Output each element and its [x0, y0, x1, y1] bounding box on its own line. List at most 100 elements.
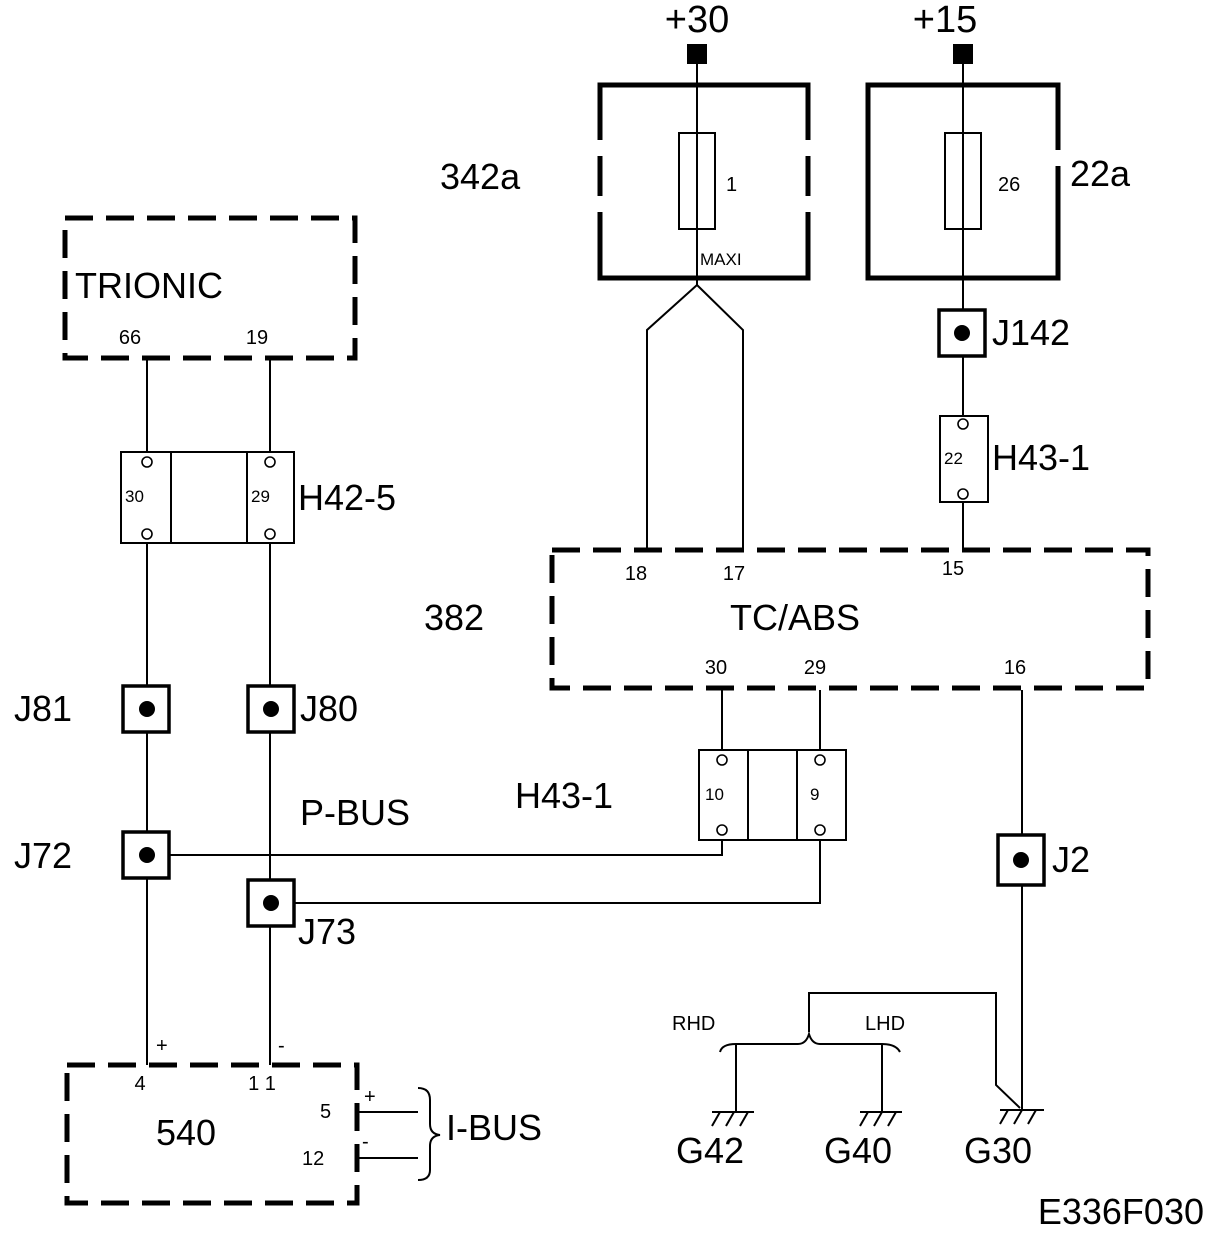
ground-symbol-g40 — [859, 1111, 902, 1127]
pin-circle — [716, 754, 728, 766]
module-trionic: TRIONIC 66 19 — [62, 215, 358, 361]
pin-circle — [957, 418, 969, 430]
supply-plus15-label: +15 — [913, 0, 977, 41]
fuse-box-22a-label: 22a — [1070, 153, 1131, 194]
h42-5-pin-29: 29 — [251, 487, 270, 506]
fuse-box-342a-frame — [597, 82, 811, 281]
tcabs-pin-29: 29 — [804, 657, 826, 679]
ground-hatch — [859, 1111, 869, 1127]
ground-hatch — [739, 1111, 749, 1127]
supply-plus30: +30 — [665, 0, 729, 64]
splice-j2-dot — [1013, 852, 1029, 868]
ground-brace — [719, 1030, 901, 1053]
frame-gap — [802, 140, 814, 156]
fuse-type-label: MAXI — [700, 250, 742, 269]
pin-circle — [957, 488, 969, 500]
wire-ground-alt — [808, 992, 1021, 1109]
pin-circle — [814, 824, 826, 836]
splice-j81-dot — [139, 701, 155, 717]
splice-j142: J142 — [937, 308, 1070, 358]
connector-h43-1-top: 22 H43-1 — [939, 415, 1090, 503]
pin-circle — [141, 456, 153, 468]
connector-h42-5: 30 29 H42-5 — [120, 451, 396, 544]
module-540-minus: - — [278, 1035, 285, 1057]
ground-hatch — [873, 1111, 883, 1127]
module-540-frame — [64, 1062, 360, 1206]
frame-gap — [594, 196, 606, 212]
ground-g30-label: G30 — [964, 1130, 1032, 1171]
wire-maxi-pin18 — [646, 284, 698, 550]
splice-j81: J81 — [14, 684, 171, 734]
terminal-plus30 — [687, 44, 707, 64]
trionic-pin-66: 66 — [119, 327, 141, 349]
tcabs-pin-15: 15 — [942, 558, 964, 580]
terminal-plus15 — [953, 44, 973, 64]
fuse-box-342a: 1 MAXI 342a — [440, 82, 814, 285]
ibus-brace — [417, 1087, 441, 1181]
frame-gap — [594, 140, 606, 156]
ground-symbol-g42 — [711, 1111, 754, 1127]
module-540-label: 540 — [156, 1112, 216, 1153]
ground-hatch — [887, 1111, 897, 1127]
ground-hatch — [1013, 1109, 1023, 1125]
ibus-label: I-BUS — [446, 1107, 542, 1148]
splice-j73-label: J73 — [298, 911, 356, 952]
splice-j2: J2 — [996, 833, 1090, 887]
h43-1-mid-pin-9: 9 — [810, 785, 819, 804]
splice-j72-label: J72 — [14, 835, 72, 876]
connector-h42-5-label: H42-5 — [298, 477, 396, 518]
module-540-pin-4: 4 — [134, 1073, 145, 1095]
module-540-pin-12: 12 — [302, 1148, 324, 1170]
splice-j2-label: J2 — [1052, 839, 1090, 880]
module-540-pin-11: 1 1 — [248, 1073, 276, 1095]
module-tcabs-label: TC/ABS — [730, 597, 860, 638]
module-trionic-frame — [62, 215, 358, 361]
ground-section: RHD LHD G42 G40 G30 — [672, 1013, 1044, 1171]
frame-gap — [802, 196, 814, 212]
splice-j142-label: J142 — [992, 312, 1070, 353]
connector-h43-1-top-label: H43-1 — [992, 437, 1090, 478]
ground-rhd-label: RHD — [672, 1013, 715, 1035]
pin-circle — [716, 824, 728, 836]
fuse-box-342a-label: 342a — [440, 156, 521, 197]
module-540: 540 + - 4 1 1 5 12 + - — [64, 1035, 376, 1206]
connector-h43-1-top-pin: 22 — [944, 449, 963, 468]
tcabs-pin-30: 30 — [705, 657, 727, 679]
ground-g40-label: G40 — [824, 1130, 892, 1171]
module-tcabs-frame — [549, 547, 1151, 691]
pin-circle — [814, 754, 826, 766]
module-tcabs: TC/ABS 382 18 17 15 30 29 16 — [424, 547, 1151, 691]
pin-circle — [141, 528, 153, 540]
splice-j80: J80 — [246, 684, 358, 734]
tcabs-pin-18: 18 — [625, 563, 647, 585]
ground-hatch — [1027, 1109, 1037, 1125]
trionic-pin-19: 19 — [246, 327, 268, 349]
connector-h43-1-top-body — [939, 415, 989, 503]
ground-lhd-label: LHD — [865, 1013, 905, 1035]
splice-j80-dot — [263, 701, 279, 717]
splice-j73-dot — [263, 895, 279, 911]
ibus-plus-sign: + — [364, 1086, 376, 1108]
module-trionic-label: TRIONIC — [75, 265, 223, 306]
connector-h43-1-mid: 10 9 H43-1 — [515, 749, 847, 841]
splice-j142-dot — [954, 325, 970, 341]
fuse-box-22a: 26 22a — [865, 82, 1131, 281]
splice-j72: J72 — [14, 830, 171, 880]
supply-plus30-label: +30 — [665, 0, 729, 41]
splice-j72-dot — [139, 847, 155, 863]
wire-maxi-pin17 — [696, 284, 744, 550]
ibus-minus-sign: - — [362, 1131, 369, 1153]
h43-1-mid-pin-10: 10 — [705, 785, 724, 804]
splice-j80-label: J80 — [300, 688, 358, 729]
figure-code: E336F030 — [1038, 1191, 1204, 1232]
ground-symbol-g30 — [999, 1109, 1044, 1125]
connector-h42-5-body — [120, 451, 295, 544]
ground-hatch — [999, 1109, 1009, 1125]
pin-circle — [264, 456, 276, 468]
supply-plus15: +15 — [913, 0, 977, 64]
tcabs-pin-16: 16 — [1004, 657, 1026, 679]
fuse-1-number: 1 — [726, 174, 737, 196]
fuse-26-number: 26 — [998, 174, 1020, 196]
ground-hatch — [725, 1111, 735, 1127]
